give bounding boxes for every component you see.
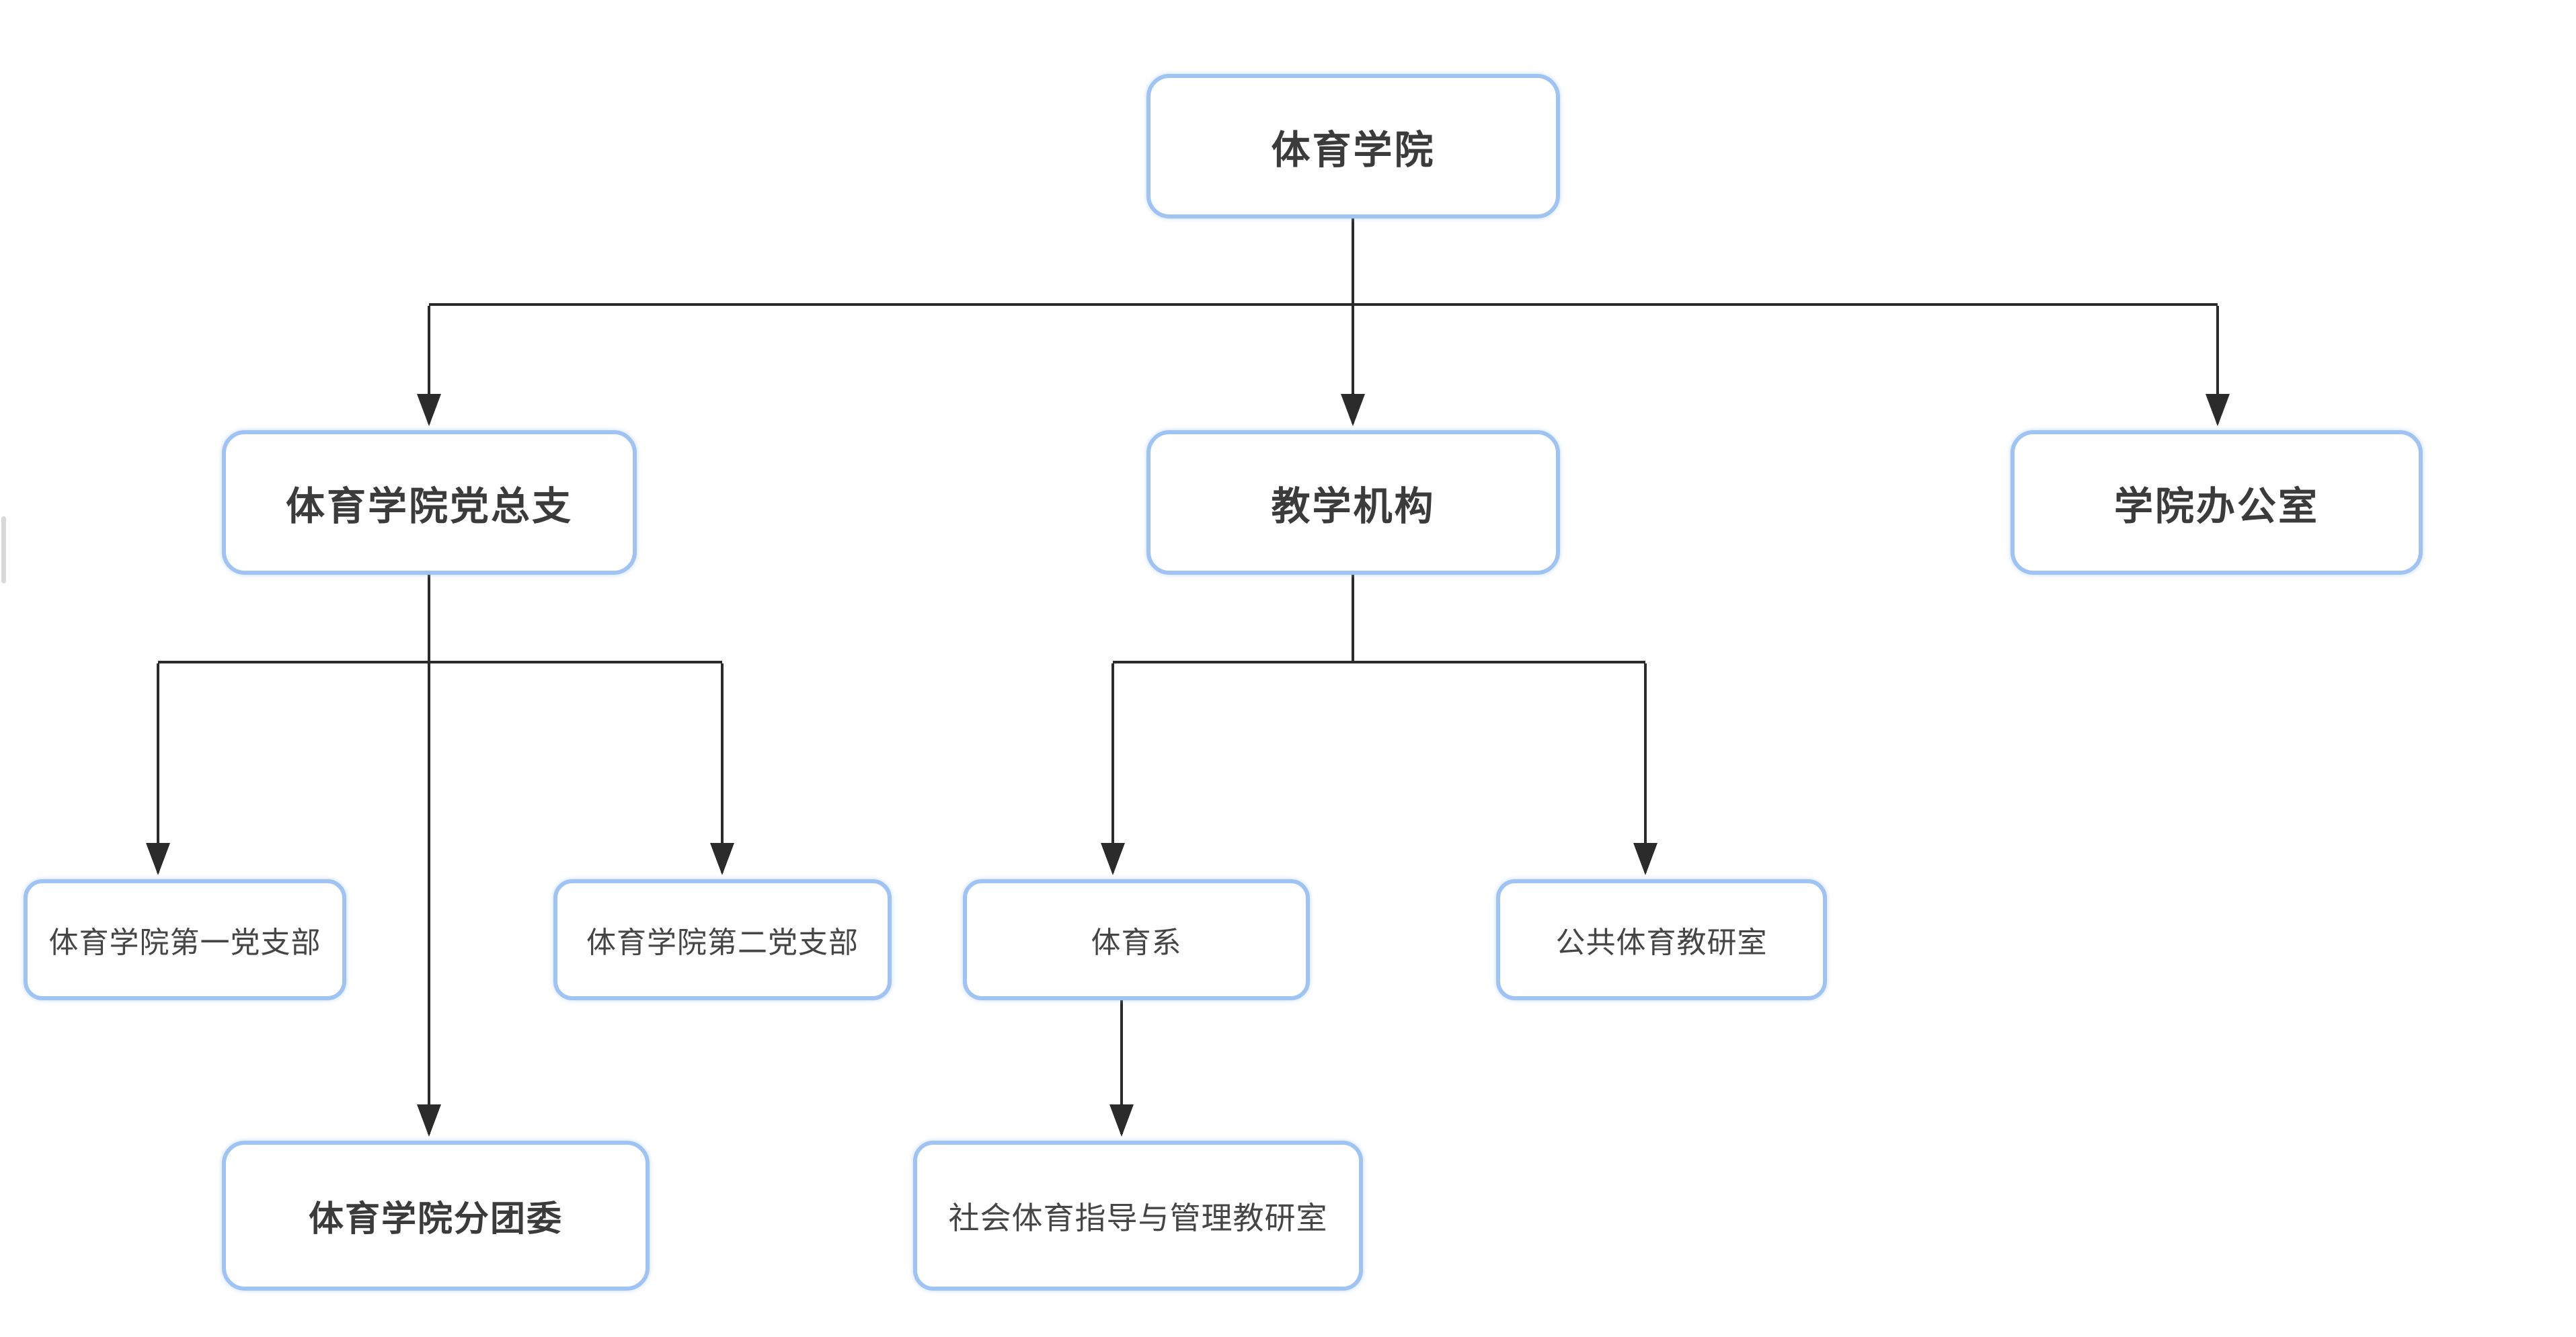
node-public-pe-label: 公共体育教研室 [1555, 926, 1768, 959]
node-pe-dept: 体育系 [963, 879, 1310, 1000]
node-pe-dept-label: 体育系 [1091, 926, 1182, 959]
left-edge-artifact [1, 516, 6, 583]
node-branch2: 体育学院第二党支部 [553, 879, 892, 1000]
node-office-label: 学院办公室 [2113, 484, 2319, 528]
node-public-pe: 公共体育教研室 [1496, 879, 1827, 1000]
node-teaching: 教学机构 [1146, 430, 1560, 575]
node-branch1: 体育学院第一党支部 [24, 879, 346, 1000]
node-youth-league-label: 体育学院分团委 [308, 1200, 563, 1239]
node-branch1-label: 体育学院第一党支部 [48, 926, 321, 959]
node-party-label: 体育学院党总支 [285, 484, 573, 528]
node-teaching-label: 教学机构 [1271, 484, 1436, 528]
node-branch2-label: 体育学院第二党支部 [586, 926, 859, 959]
node-party: 体育学院党总支 [222, 430, 637, 575]
node-social-pe-label: 社会体育指导与管理教研室 [948, 1200, 1328, 1235]
node-root: 体育学院 [1146, 74, 1560, 218]
node-social-pe: 社会体育指导与管理教研室 [913, 1141, 1363, 1291]
node-office: 学院办公室 [2011, 430, 2423, 575]
node-root-label: 体育学院 [1271, 128, 1436, 172]
node-youth-league: 体育学院分团委 [222, 1141, 650, 1291]
